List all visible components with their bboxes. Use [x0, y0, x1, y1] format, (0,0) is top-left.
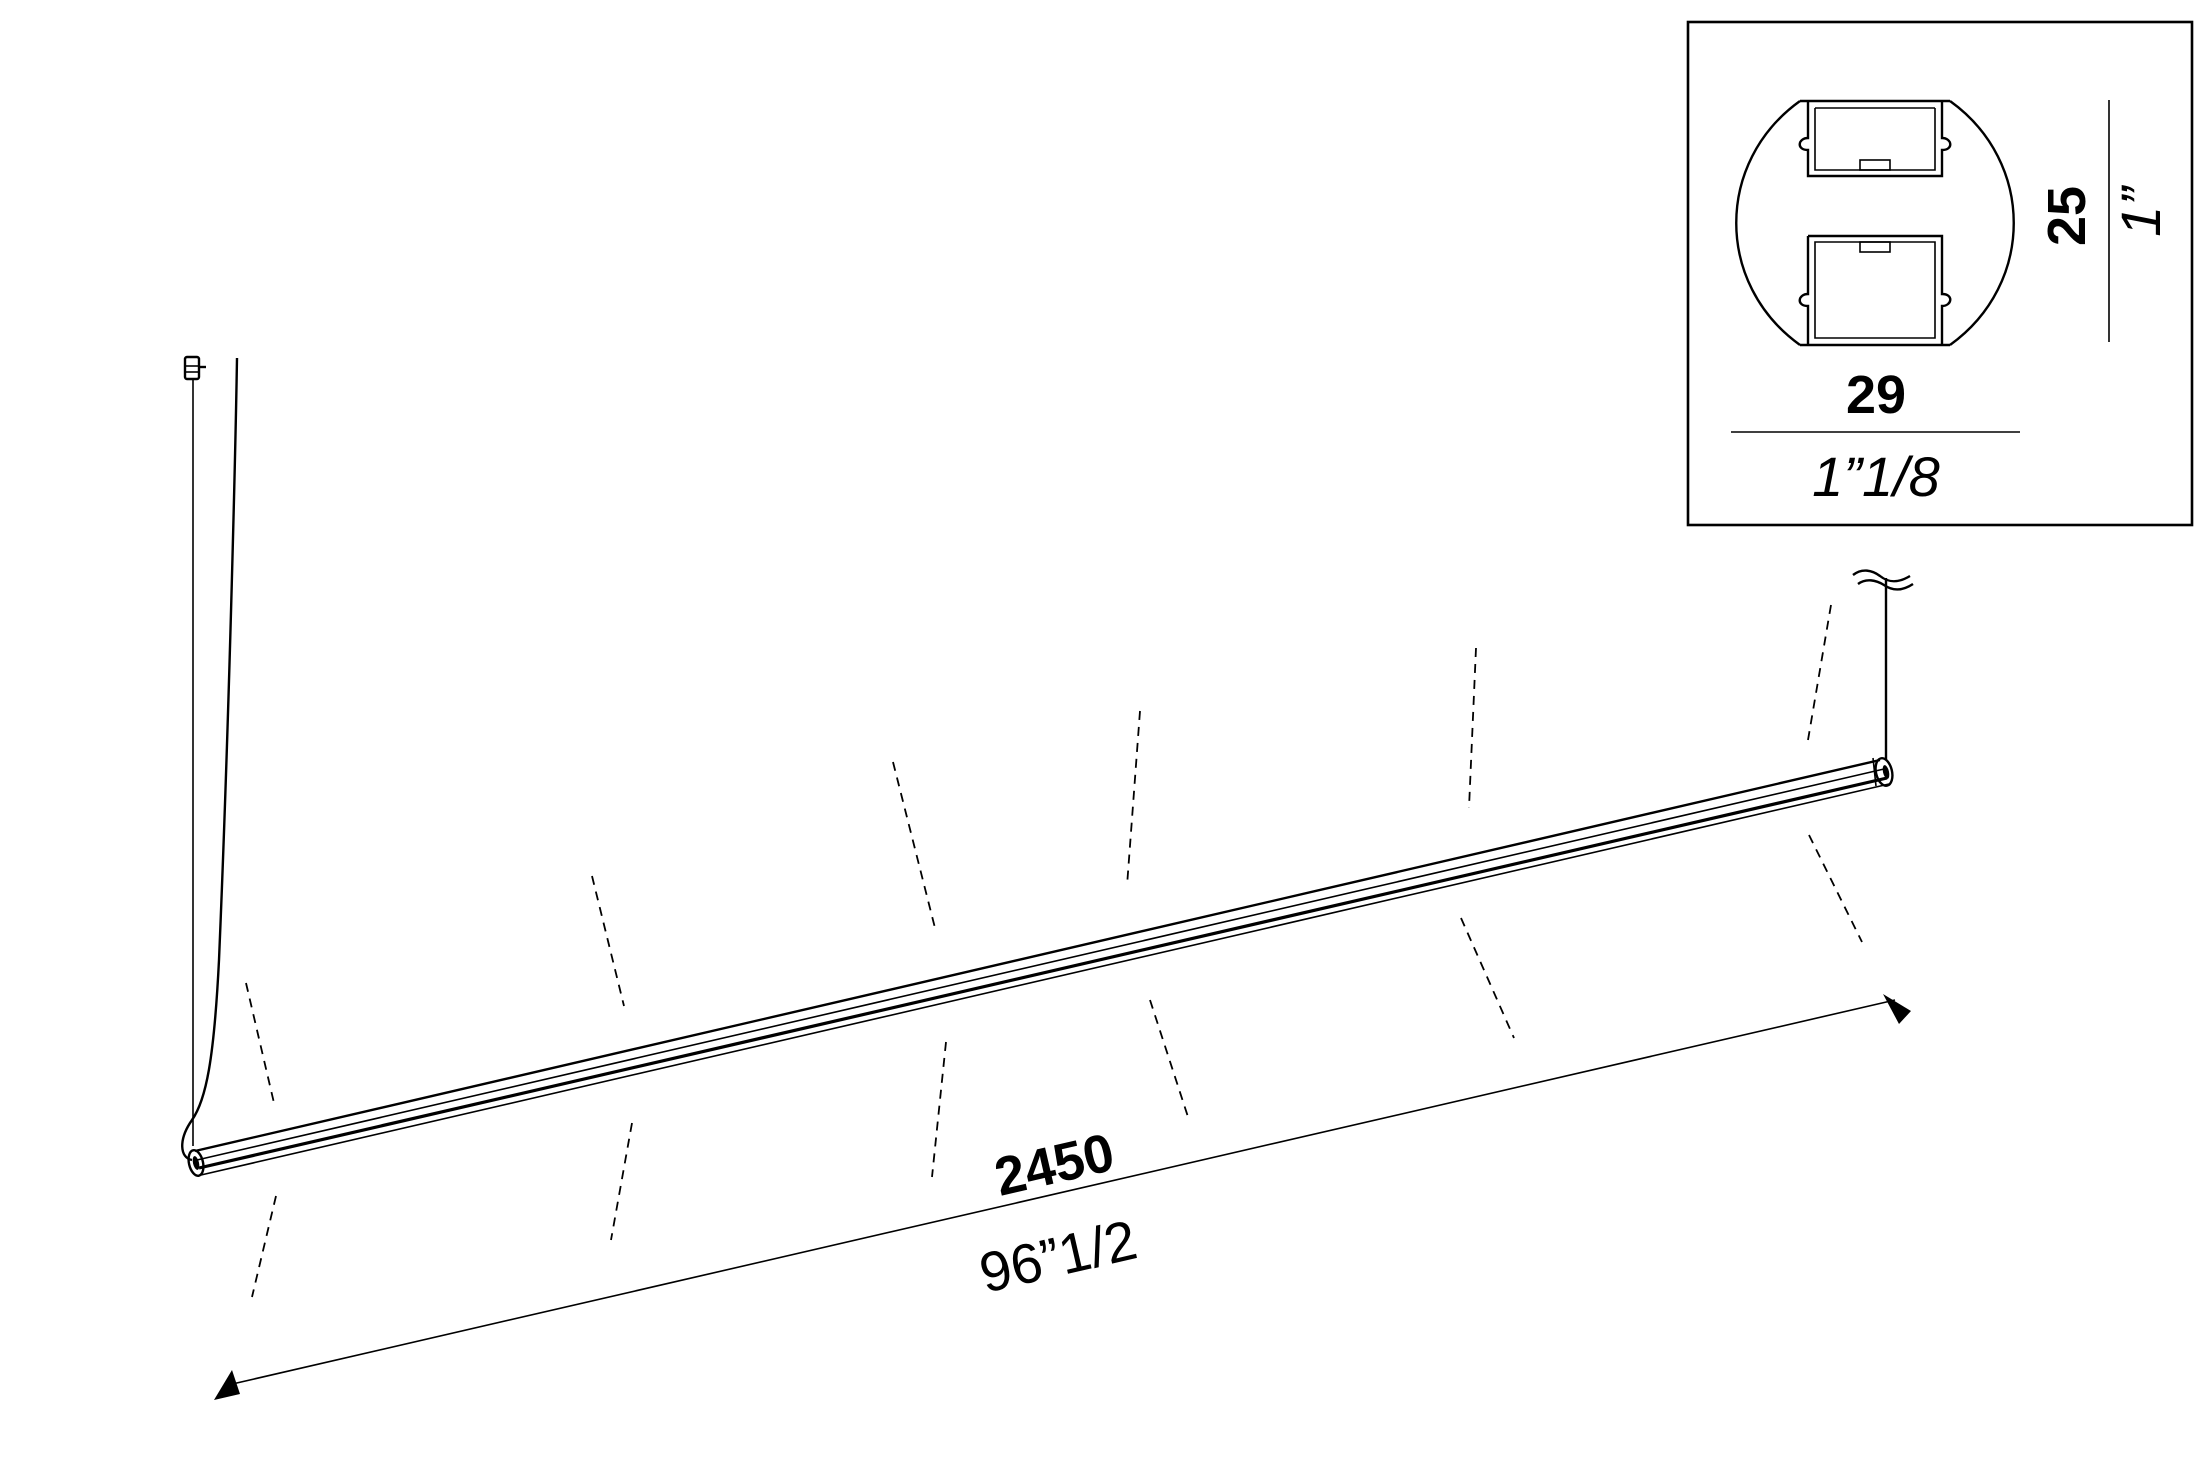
section-detail-box: 29 1”1/8 25 1” [1686, 20, 2194, 527]
ceiling-connector [183, 355, 206, 381]
section-height-mm-label: 25 [2037, 186, 2097, 246]
arrowhead-left [214, 1370, 240, 1400]
length-mm-label: 2450 [989, 1122, 1120, 1207]
right-end-cap [1872, 757, 1894, 787]
section-profile-top [1798, 99, 1952, 178]
length-inch-label: 96”1/2 [974, 1208, 1143, 1305]
right-suspension-cable [1852, 569, 1914, 760]
section-height-inch-label: 1” [2109, 185, 2172, 237]
section-width-inch-label: 1”1/8 [1812, 445, 1940, 508]
arrowhead-right [1883, 994, 1911, 1024]
light-emission-lines [245, 604, 1863, 1298]
lamp-body [194, 758, 1890, 1176]
left-suspension-cable [181, 357, 239, 1162]
length-dimension-line [214, 994, 1911, 1400]
length-dimension-labels: 2450 96”1/2 [974, 1122, 1143, 1304]
left-end-cap [187, 1149, 205, 1177]
section-width-mm-label: 29 [1846, 365, 1906, 425]
section-profile-bottom [1798, 234, 1952, 347]
